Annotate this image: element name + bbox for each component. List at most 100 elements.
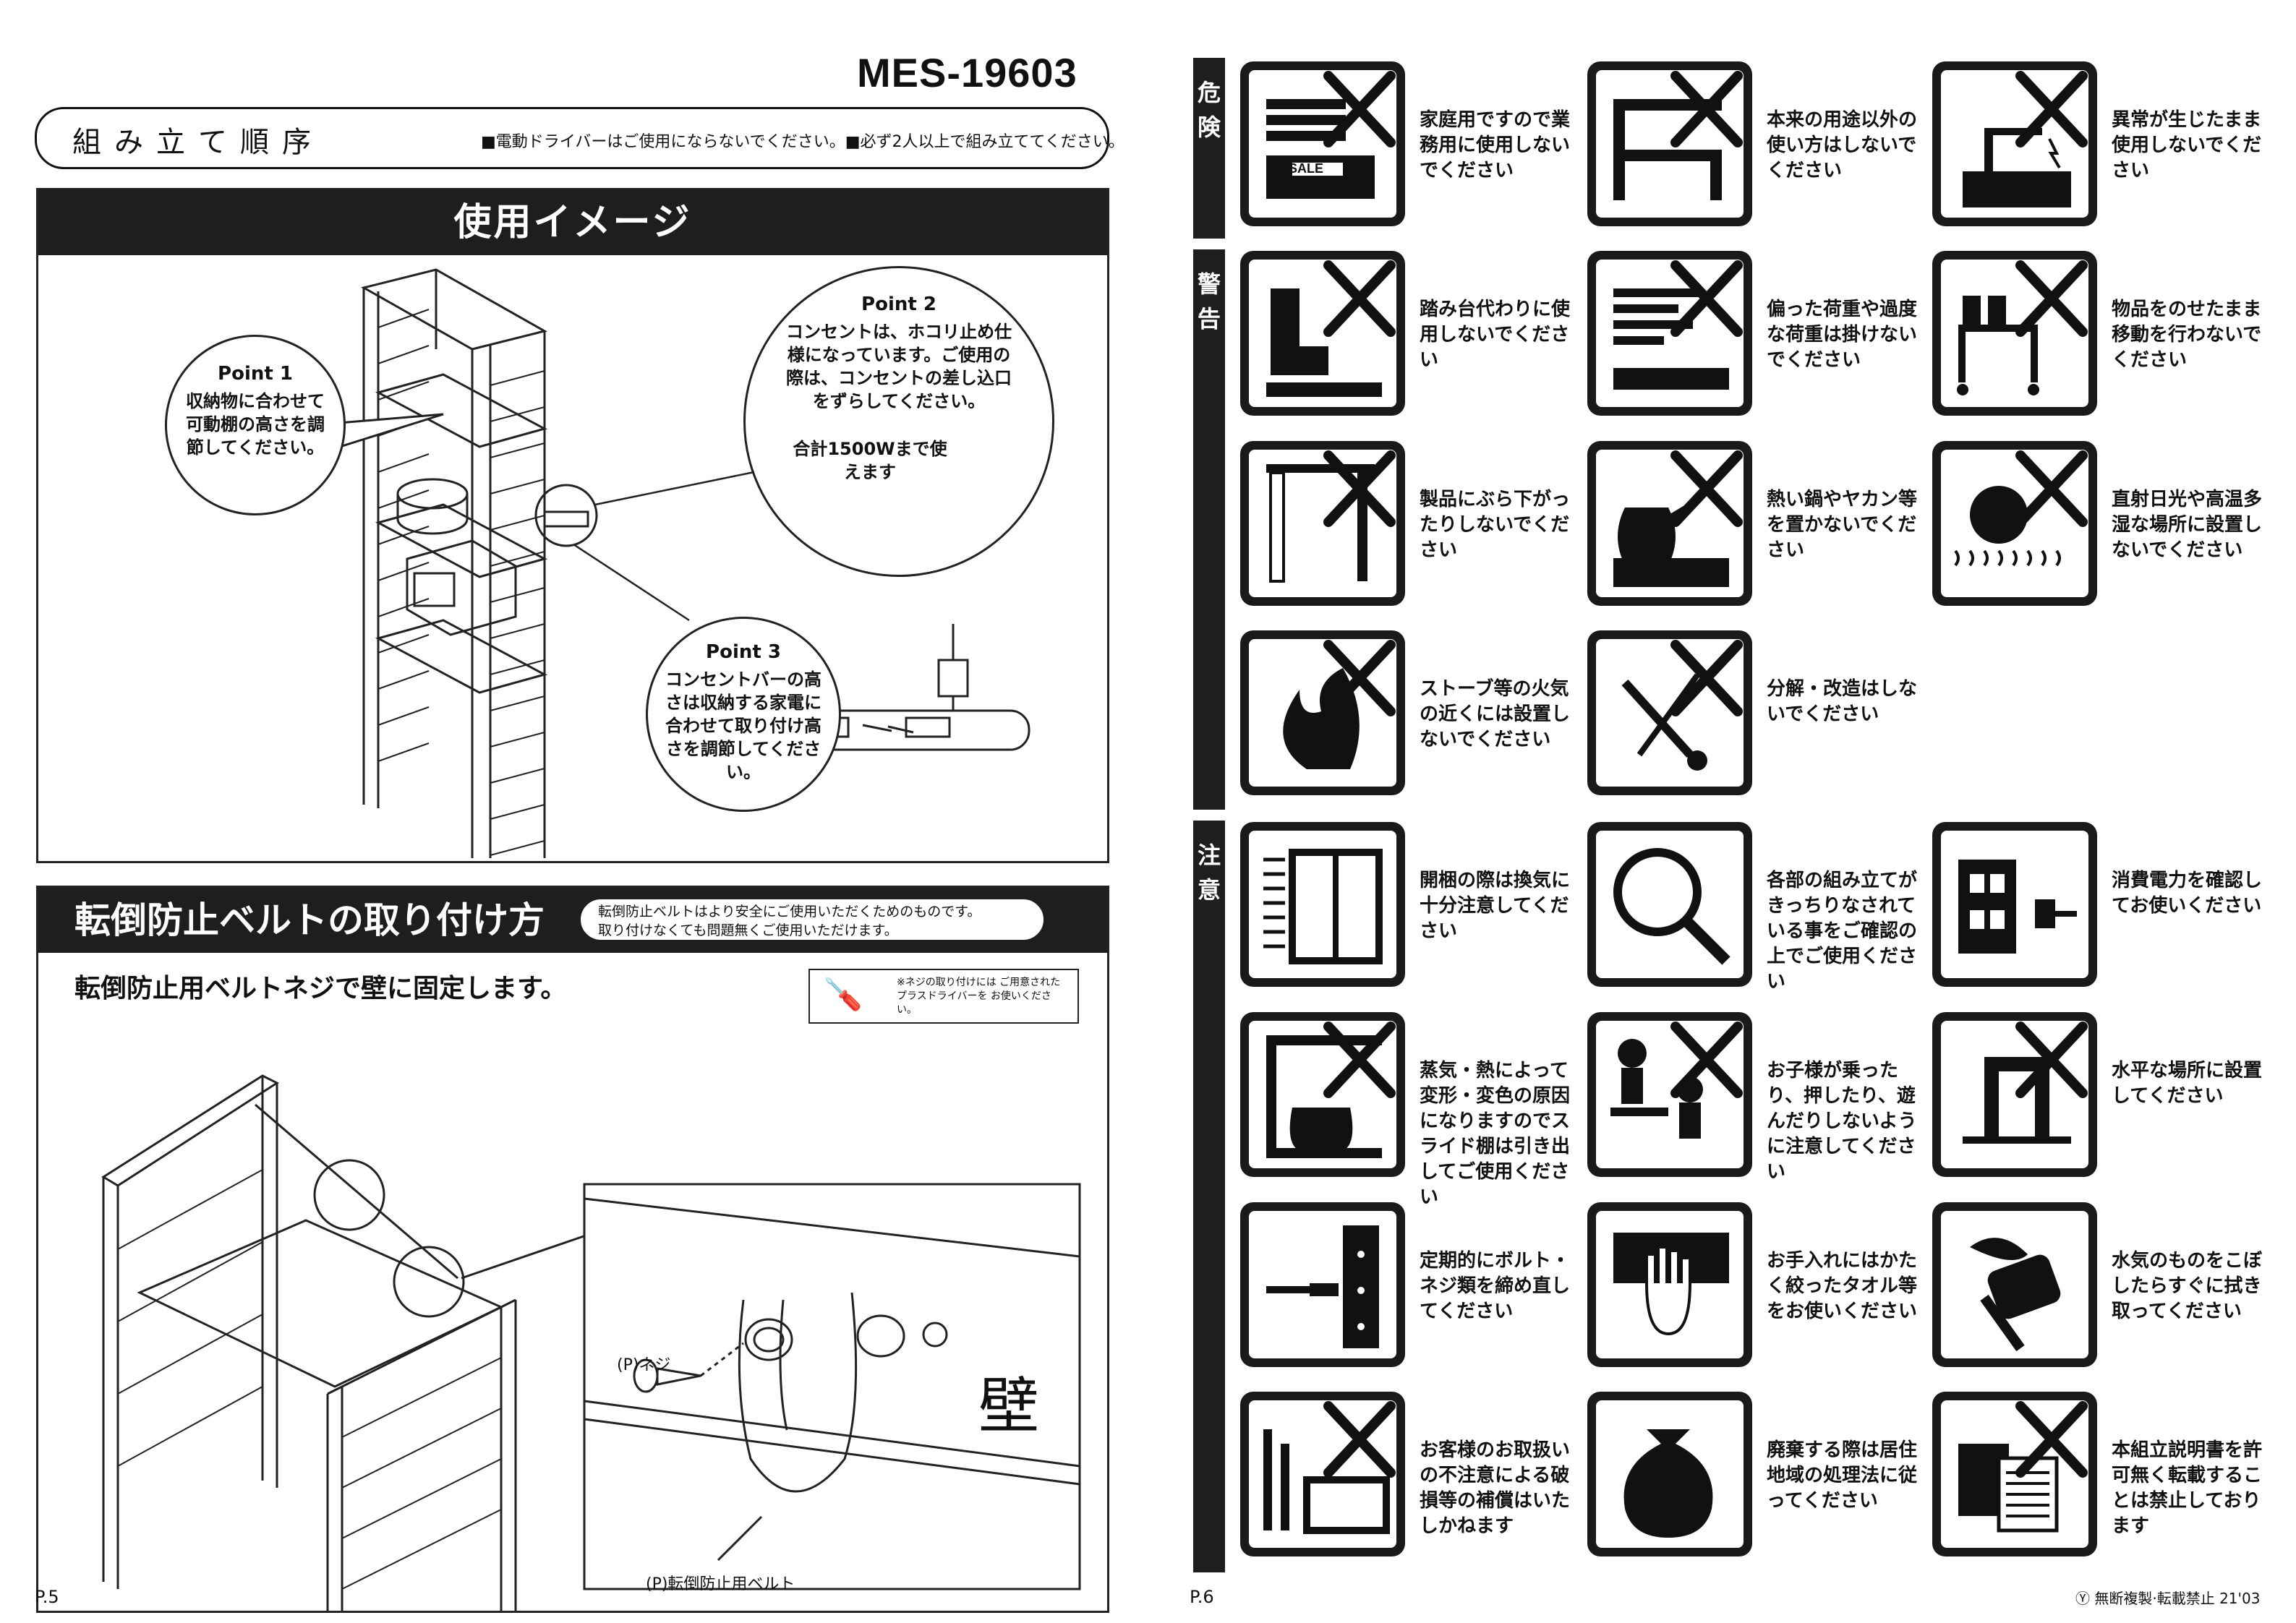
usage-image-heading: 使用イメージ	[38, 190, 1107, 255]
warning-text: 廃棄する際は居住地域の処理法に従ってください	[1767, 1439, 1918, 1512]
hot-kettle-prohibited-icon-graphic	[1613, 450, 1743, 587]
wrung-towel-icon	[1587, 1202, 1752, 1367]
warning-item: お手入れにはかたく絞ったタオル等をお使いください	[1587, 1202, 1927, 1376]
warning-text: 分解・改造はしないでください	[1767, 678, 1918, 725]
warning-item: 蒸気・熱によって変形・変色の原因になりますのでスライド棚は引き出してご使用くださ…	[1240, 1012, 1580, 1208]
severity-danger-char2: 険	[1197, 114, 1221, 141]
severity-warning-char1: 警	[1197, 270, 1221, 298]
disposal-bag-icon	[1587, 1392, 1752, 1556]
modification-prohibited-icon	[1587, 630, 1752, 795]
wall-label: 壁	[978, 1371, 1040, 1442]
severity-caution-char2: 意	[1197, 876, 1221, 904]
belt-label: (P)転倒防止用ベルト	[646, 1575, 795, 1593]
ventilation-icon	[1240, 822, 1405, 987]
power-outlet-icon	[1932, 822, 2097, 987]
warning-item: 廃棄する際は居住地域の処理法に従ってください	[1587, 1392, 1927, 1565]
point2-label: Point 2	[861, 294, 936, 315]
screw-label: (P)ネジ	[617, 1356, 671, 1374]
warning-item: 直射日光や高温多湿な場所に設置しないでください	[1932, 441, 2272, 614]
warning-text: 異常が生じたまま使用しないでください	[2112, 109, 2262, 181]
point1-bubble: Point 1 収納物に合わせて可動棚の高さを調節してください。	[165, 335, 346, 515]
belt-illustration	[101, 1074, 1081, 1611]
damage-disclaimer-icon-graphic	[1263, 1401, 1396, 1534]
level-surface-icon	[1932, 1012, 2097, 1177]
screwdriver-tighten-icon	[1240, 1202, 1405, 1367]
assembly-order-box	[35, 107, 1109, 169]
warning-item: SALE 家庭用ですので業務用に使用しないでください	[1240, 61, 1580, 235]
severity-danger: 危 険	[1193, 58, 1225, 239]
ventilation-icon-graphic	[1263, 849, 1383, 964]
warning-item: 分解・改造はしないでください	[1587, 630, 1927, 804]
warning-item: 本組立説明書を許可無く転載することは禁止しております	[1932, 1392, 2272, 1565]
warning-item: 水気のものをこぼしたらすぐに拭き取ってください	[1932, 1202, 2272, 1376]
belt-heading-note: 転倒防止ベルトはより安全にご使用いただくためのものです。 取り付けなくても問題無…	[581, 899, 1044, 940]
severity-caution-char1: 注	[1197, 842, 1221, 869]
inspection-magnifier-icon	[1587, 822, 1752, 987]
malfunction-prohibited-icon-graphic	[1963, 71, 2088, 207]
malfunction-prohibited-icon	[1932, 61, 2097, 226]
warning-text: 本来の用途以外の使い方はしないでください	[1767, 109, 1918, 181]
warning-text: 定期的にボルト・ネジ類を締め直してください	[1420, 1250, 1571, 1322]
uneven-load-prohibited-icon-graphic	[1613, 260, 1743, 390]
warning-item: 製品にぶら下がったりしないでください	[1240, 441, 1580, 614]
warning-item: 水平な場所に設置してください	[1932, 1012, 2272, 1186]
screwdriver-tighten-icon-graphic	[1266, 1225, 1379, 1348]
steam-heat-prohibited-icon-graphic	[1266, 1022, 1396, 1158]
sunlight-humidity-prohibited-icon	[1932, 441, 2097, 606]
warning-text: 消費電力を確認してお使いください	[2112, 870, 2263, 917]
hanging-prohibited-icon-graphic	[1266, 450, 1396, 583]
wrung-towel-icon-graphic	[1613, 1233, 1729, 1336]
wipe-water-icon-graphic	[1970, 1238, 2061, 1352]
warning-text: 踏み台代わりに使用しないでください	[1420, 299, 1571, 371]
warning-item: 各部の組み立てがきっちりなされている事をご確認の上でご使用ください	[1587, 822, 1927, 995]
screwdriver-note: ※ネジの取り付けには ご用意されたプラスドライバーを お使いください。	[897, 977, 1061, 1016]
warning-item: 踏み台代わりに使用しないでください	[1240, 251, 1580, 424]
misuse-prohibited-icon	[1587, 61, 1752, 226]
step-stool-prohibited-icon	[1240, 251, 1405, 416]
belt-heading-note-line1: 転倒防止ベルトはより安全にご使用いただくためのものです。	[598, 904, 981, 920]
warning-text: 家庭用ですので業務用に使用しないでください	[1420, 109, 1571, 181]
warning-text: 物品をのせたまま移動を行わないでください	[2112, 299, 2262, 371]
warning-text: 偏った荷重や過度な荷重は掛けないでください	[1767, 299, 1918, 371]
warning-text: 直射日光や高温多湿な場所に設置しないでください	[2112, 489, 2263, 561]
fire-prohibited-icon-graphic	[1283, 640, 1396, 769]
point2-power-note: 合計1500Wまで使えます	[793, 439, 947, 482]
hanging-prohibited-icon	[1240, 441, 1405, 606]
belt-heading-bar: 転倒防止ベルトの取り付け方 転倒防止ベルトはより安全にご使用いただくためのもので…	[38, 888, 1107, 953]
hot-kettle-prohibited-icon	[1587, 441, 1752, 606]
assembly-order-title: 組み立て順序	[72, 126, 324, 159]
misuse-prohibited-icon-graphic	[1613, 71, 1743, 200]
sunlight-humidity-prohibited-icon-graphic	[1954, 450, 2088, 567]
copy-prohibited-icon	[1932, 1392, 2097, 1556]
warning-item: お子様が乗ったり、押したり、遊んだりしないように注意してください	[1587, 1012, 1927, 1186]
belt-heading: 転倒防止ベルトの取り付け方	[74, 899, 545, 941]
warning-item: 偏った荷重や過度な荷重は掛けないでください	[1587, 251, 1927, 424]
warning-text: 水気のものをこぼしたらすぐに拭き取ってください	[2112, 1250, 2263, 1322]
copy-prohibited-icon-graphic	[1958, 1401, 2088, 1533]
point3-label: Point 3	[706, 641, 781, 663]
svg-text:SALE: SALE	[1289, 161, 1323, 176]
warning-text: 水平な場所に設置してください	[2112, 1060, 2263, 1107]
warning-text: 各部の組み立てがきっちりなされている事をご確認の上でご使用ください	[1767, 870, 1918, 993]
warning-text: 製品にぶら下がったりしないでください	[1420, 489, 1571, 561]
moving-loaded-prohibited-icon	[1932, 251, 2097, 416]
inspection-magnifier-icon-graphic	[1613, 848, 1730, 965]
warning-text: 蒸気・熱によって変形・変色の原因になりますのでスライド棚は引き出してご使用くださ…	[1420, 1060, 1571, 1208]
screwdriver-icon: 🪛	[823, 976, 863, 1013]
point2-bubble: Point 2 コンセントは、ホコリ止め仕様になっています。ご使用の際は、コンセ…	[743, 266, 1054, 577]
point2-text: コンセントは、ホコリ止め仕様になっています。ご使用の際は、コンセントの差し込口を…	[786, 322, 1012, 411]
warning-text: お子様が乗ったり、押したり、遊んだりしないように注意してください	[1767, 1060, 1917, 1183]
children-prohibited-icon-graphic	[1610, 1022, 1743, 1139]
steam-heat-prohibited-icon	[1240, 1012, 1405, 1177]
sale-shelf-prohibited-icon-graphic: SALE	[1266, 71, 1396, 199]
severity-warning: 警 告	[1193, 249, 1225, 810]
warning-item: 異常が生じたまま使用しないでください	[1932, 61, 2272, 235]
fire-prohibited-icon	[1240, 630, 1405, 795]
usage-image-panel: 使用イメージ	[36, 188, 1109, 863]
screwdriver-note-box: 🪛 ※ネジの取り付けには ご用意されたプラスドライバーを お使いください。	[808, 969, 1079, 1024]
severity-danger-char1: 危	[1197, 79, 1221, 106]
warning-item: 開梱の際は換気に十分注意してください	[1240, 822, 1580, 995]
warning-item: 本来の用途以外の使い方はしないでください	[1587, 61, 1927, 235]
moving-loaded-prohibited-icon-graphic	[1957, 260, 2088, 395]
point3-text: コンセントバーの高さは収納する家電に合わせて取り付け高さを調節してください。	[665, 669, 821, 782]
